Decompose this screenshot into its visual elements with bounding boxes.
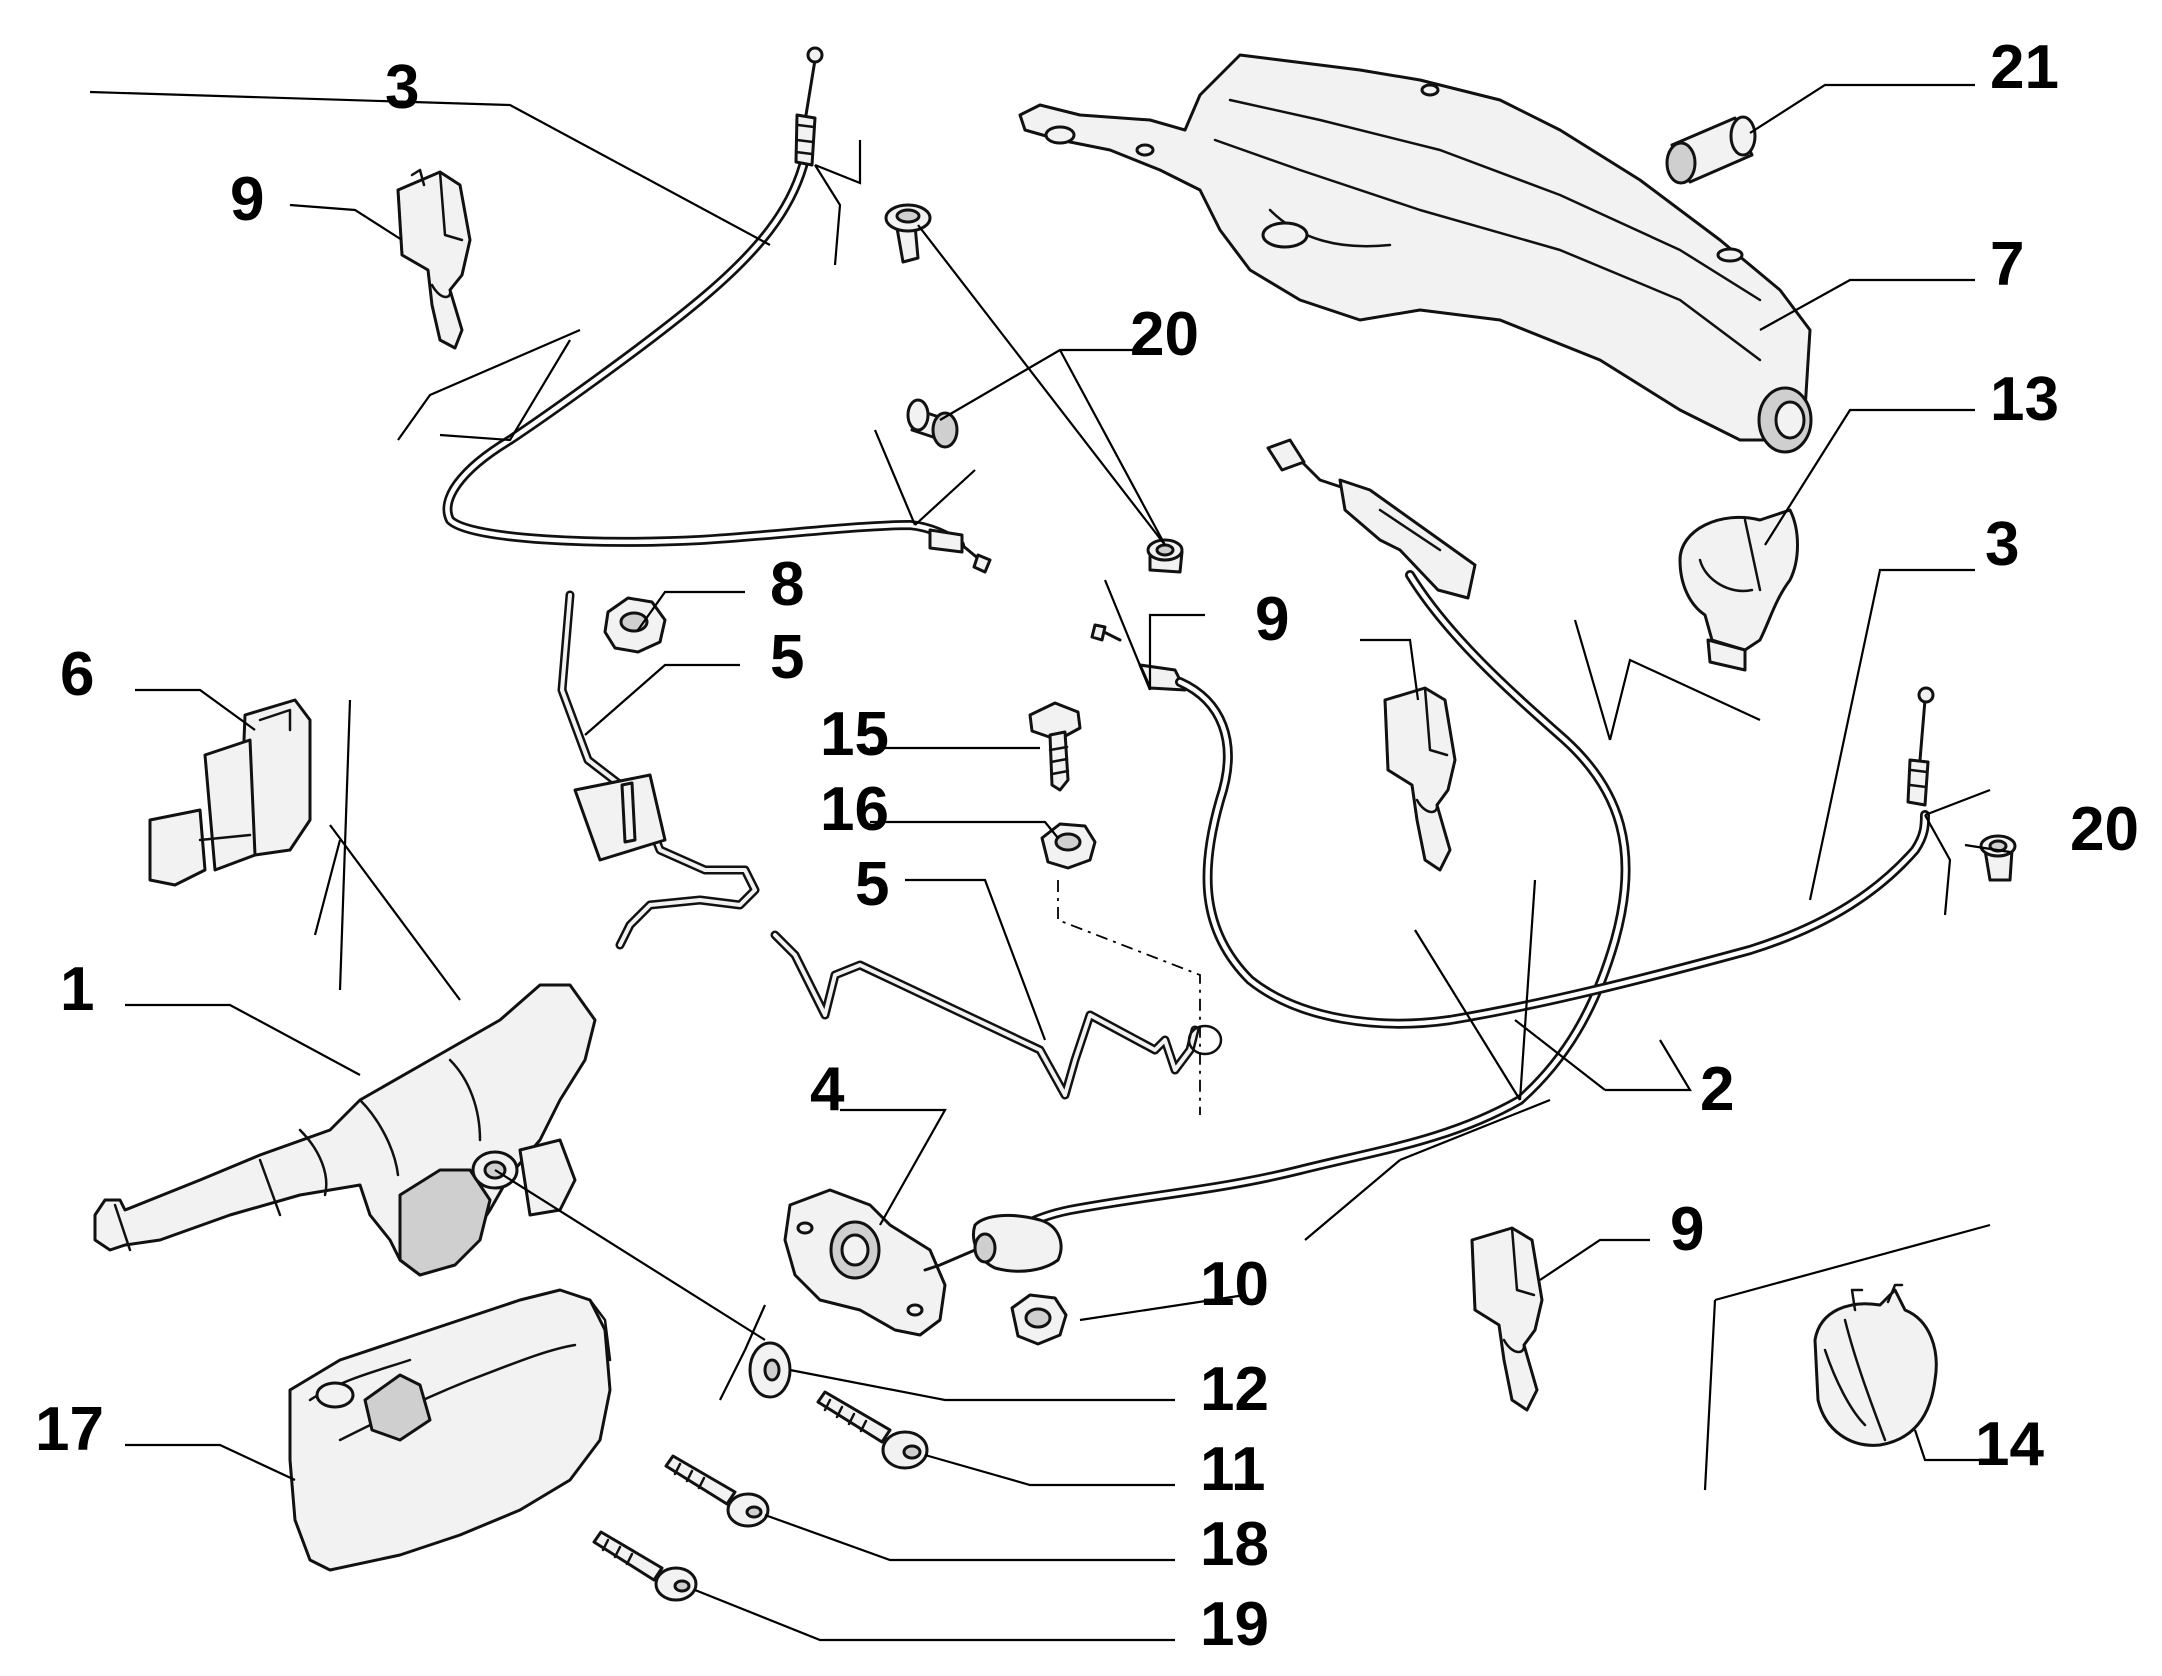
part-10-cable [1090, 623, 1930, 1029]
part-20-grommet-right [1979, 834, 2017, 882]
part-6-bracket [148, 698, 312, 887]
callout-4: 4 [810, 1055, 845, 1124]
part-2-cable-with-sensor [923, 438, 1631, 1273]
part-20-grommet-top [884, 203, 932, 264]
callout-8: 8 [770, 550, 804, 619]
callout-7: 7 [1990, 230, 2024, 299]
callout-1: 1 [60, 955, 94, 1024]
part-5-rod-upper [557, 590, 760, 950]
part-12-washer [748, 1341, 792, 1399]
part-13-cable-clip [1678, 508, 1799, 672]
part-4-plate [783, 1188, 947, 1337]
reference-axis-line [1057, 880, 1201, 1115]
callout-18: 18 [1200, 1510, 1269, 1579]
callout-16: 16 [820, 775, 889, 844]
callout-labels: 1 2 3 3 4 5 5 6 7 8 9 9 9 10 11 12 13 14… [35, 33, 2139, 1659]
part-1-handbrake-lever [93, 983, 597, 1277]
callout-2: 2 [1700, 1055, 1734, 1124]
part-7-mounting-bracket [1018, 53, 1813, 454]
part-19-screw [592, 1530, 698, 1602]
callout-17: 17 [35, 1395, 104, 1464]
callout-10: 10 [1200, 1250, 1269, 1319]
callout-13: 13 [1990, 365, 2059, 434]
part-20-grommet-left [906, 398, 959, 449]
part-18-screw [664, 1454, 770, 1528]
part-9-clip-middle [1383, 686, 1457, 872]
callout-9-upper-left: 9 [230, 165, 264, 234]
callout-19: 19 [1200, 1590, 1269, 1659]
callout-3-right: 3 [1985, 510, 2019, 579]
callout-21: 21 [1990, 33, 2059, 102]
part-15-bolt [1028, 701, 1082, 792]
callout-14: 14 [1975, 1410, 2044, 1479]
callout-20-top: 20 [1130, 300, 1199, 369]
callout-5-lower: 5 [855, 850, 889, 919]
part-16-nut [1040, 822, 1097, 870]
part-21-sleeve [1665, 115, 1757, 185]
part-17-lever-cover [288, 1288, 612, 1572]
callout-12: 12 [1200, 1355, 1269, 1424]
callout-5-upper: 5 [770, 623, 804, 692]
callout-11: 11 [1200, 1435, 1266, 1504]
callout-15: 15 [820, 700, 889, 769]
part-11-screw [816, 1390, 929, 1470]
part-9-clip-lower-right [1470, 1226, 1544, 1412]
part-3-cable-upper-left [442, 46, 992, 574]
part-5-rod-lower [770, 930, 1223, 1100]
callout-20-right: 20 [2070, 795, 2139, 864]
callout-6: 6 [60, 640, 94, 709]
callout-9-middle: 9 [1255, 585, 1289, 654]
leader-lines [89, 83, 2011, 1642]
part-3-cable-right [1906, 686, 1935, 807]
callout-9-lower-right: 9 [1670, 1195, 1704, 1264]
part-14-cable-clamp [1813, 1283, 1938, 1447]
callout-3-upper-left: 3 [385, 53, 419, 122]
part-10-nut [1010, 1293, 1068, 1346]
part-9-clip-upper-left [396, 168, 472, 350]
